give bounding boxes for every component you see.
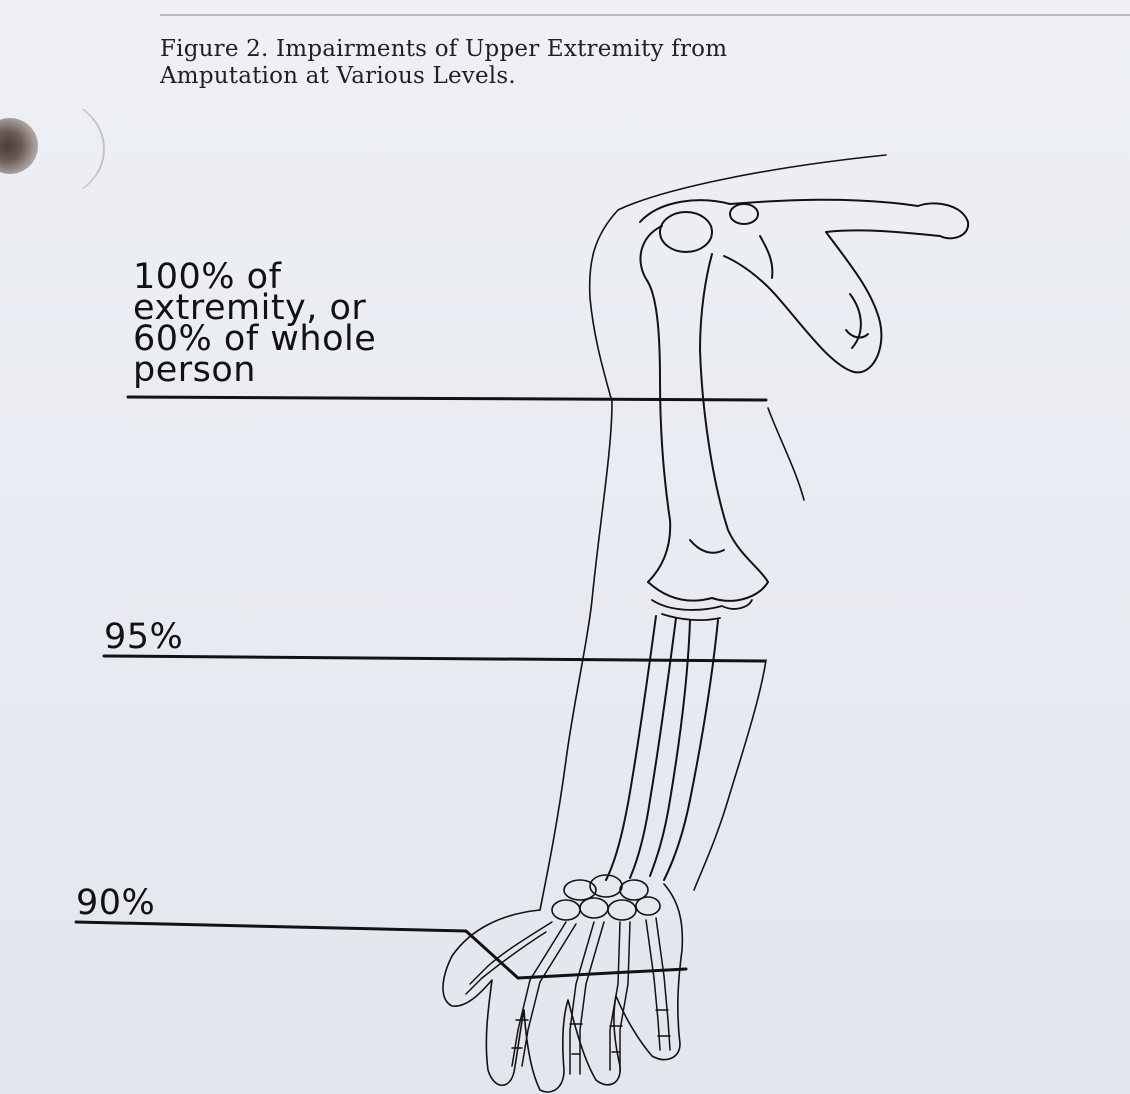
- level-label-line: person: [133, 355, 376, 386]
- hand-bones: [466, 918, 670, 1074]
- level-label-shoulder: 100% of extremity, or 60% of whole perso…: [133, 262, 376, 386]
- level-label-line: 95%: [104, 622, 183, 653]
- level-label-wrist: 90%: [76, 888, 155, 919]
- level-label-elbow: 95%: [104, 622, 183, 653]
- elbow-joint: [652, 600, 752, 620]
- humerus-bone: [640, 226, 768, 601]
- forearm-bones: [606, 616, 718, 880]
- level-label-line: 90%: [76, 888, 155, 919]
- shoulder-level-line: [128, 397, 766, 400]
- wrist-level-line: [76, 922, 686, 978]
- arm-skin-outline: [540, 155, 886, 910]
- shoulder-girdle: [640, 200, 968, 373]
- elbow-level-line: [104, 656, 764, 661]
- carpal-bones: [552, 875, 660, 920]
